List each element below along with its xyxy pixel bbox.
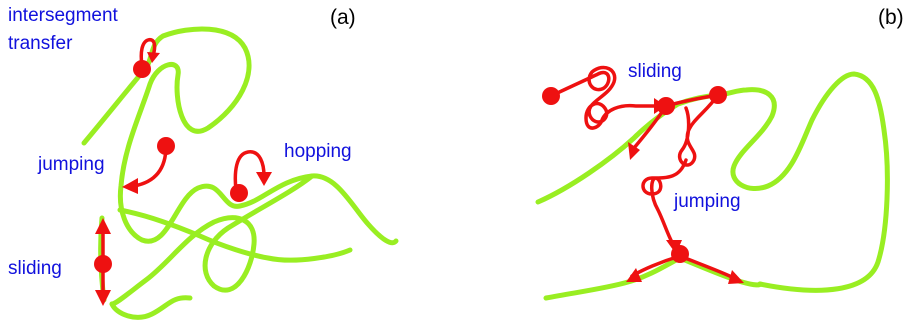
label-jumping-a: jumping bbox=[37, 154, 105, 175]
dna-strand-a-lower bbox=[117, 207, 353, 263]
protein-hopping bbox=[230, 184, 248, 202]
dna-strand-a-loop bbox=[109, 173, 315, 307]
split-right-arrowhead-b bbox=[728, 270, 744, 284]
intersegment-arc bbox=[139, 37, 157, 68]
sliding-down-arrowhead bbox=[95, 290, 111, 306]
protein-intersegment bbox=[133, 60, 151, 78]
hopping-arrowhead bbox=[256, 172, 272, 186]
panel-b: sliding jumping (b) bbox=[535, 6, 904, 301]
protein-b-center bbox=[657, 97, 675, 115]
intersegment-arrowhead bbox=[147, 52, 160, 63]
sliding-down-arrowhead-b bbox=[628, 142, 640, 160]
split-right-b bbox=[678, 254, 736, 280]
protein-b-start bbox=[542, 87, 560, 105]
panel-tag-b: (b) bbox=[878, 6, 904, 29]
label-jumping-b: jumping bbox=[673, 191, 741, 212]
protein-b-bottom bbox=[671, 245, 689, 263]
hopping-arc bbox=[233, 150, 266, 192]
protein-sliding bbox=[94, 255, 112, 273]
label-sliding-b: sliding bbox=[628, 61, 682, 82]
jumping-squiggle-b bbox=[641, 93, 720, 248]
label-intersegment: intersegment bbox=[8, 5, 119, 26]
protein-jumping bbox=[157, 137, 175, 155]
panel-tag-a: (a) bbox=[330, 6, 356, 29]
sliding-squiggle-b bbox=[549, 65, 658, 130]
label-transfer: transfer bbox=[8, 33, 73, 54]
jumping-arrowhead-b bbox=[666, 240, 682, 254]
protein-b-right bbox=[709, 86, 727, 104]
panel-a: intersegment transfer jumping hopping sl… bbox=[8, 5, 399, 320]
label-hopping: hopping bbox=[284, 141, 352, 162]
split-left-arrowhead-b bbox=[626, 268, 642, 282]
dna-strand-a bbox=[81, 26, 399, 246]
dna-strand-a-tail bbox=[109, 295, 193, 320]
jumping-arrowhead bbox=[122, 178, 138, 194]
sliding-up-arrowhead bbox=[95, 218, 111, 234]
label-sliding-a: sliding bbox=[8, 258, 62, 279]
